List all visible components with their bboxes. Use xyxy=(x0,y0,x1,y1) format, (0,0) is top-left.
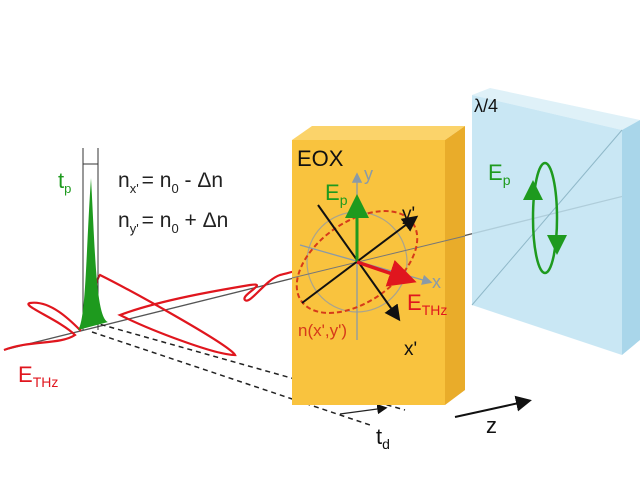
probe-pulse xyxy=(78,178,108,330)
ep-crystal-label: Ep xyxy=(325,180,348,208)
ep-plate-label: Ep xyxy=(488,160,511,188)
td-marker xyxy=(339,403,388,415)
lambda4-label: λ/4 xyxy=(474,96,498,116)
x-label: x xyxy=(432,272,441,292)
thz-waveform xyxy=(3,261,306,357)
yprime-label: y' xyxy=(402,204,415,225)
z-arrow xyxy=(454,395,532,418)
equation-ny: ny'= n0 + Δn xyxy=(118,209,228,236)
td-label: td xyxy=(376,424,390,452)
polarization-circle xyxy=(531,161,559,275)
y-label: y xyxy=(364,164,373,184)
eox-crystal xyxy=(292,126,465,405)
tp-label: tp xyxy=(58,168,71,196)
z-label: z xyxy=(486,413,497,438)
index-ellipse-label: n(x',y') xyxy=(298,321,347,340)
ethz-crystal-label: ETHz xyxy=(407,290,447,318)
beam-axis-through-crystal xyxy=(291,235,466,279)
quarter-wave-plate xyxy=(471,88,640,355)
ethz-vector xyxy=(356,259,417,287)
equation-nx: nx'= n0 - Δn xyxy=(118,169,223,196)
delay-line-2 xyxy=(91,331,371,426)
xprime-label: x' xyxy=(404,339,417,360)
ethz-label-left: ETHz xyxy=(18,362,58,390)
eox-label: EOX xyxy=(297,146,344,171)
